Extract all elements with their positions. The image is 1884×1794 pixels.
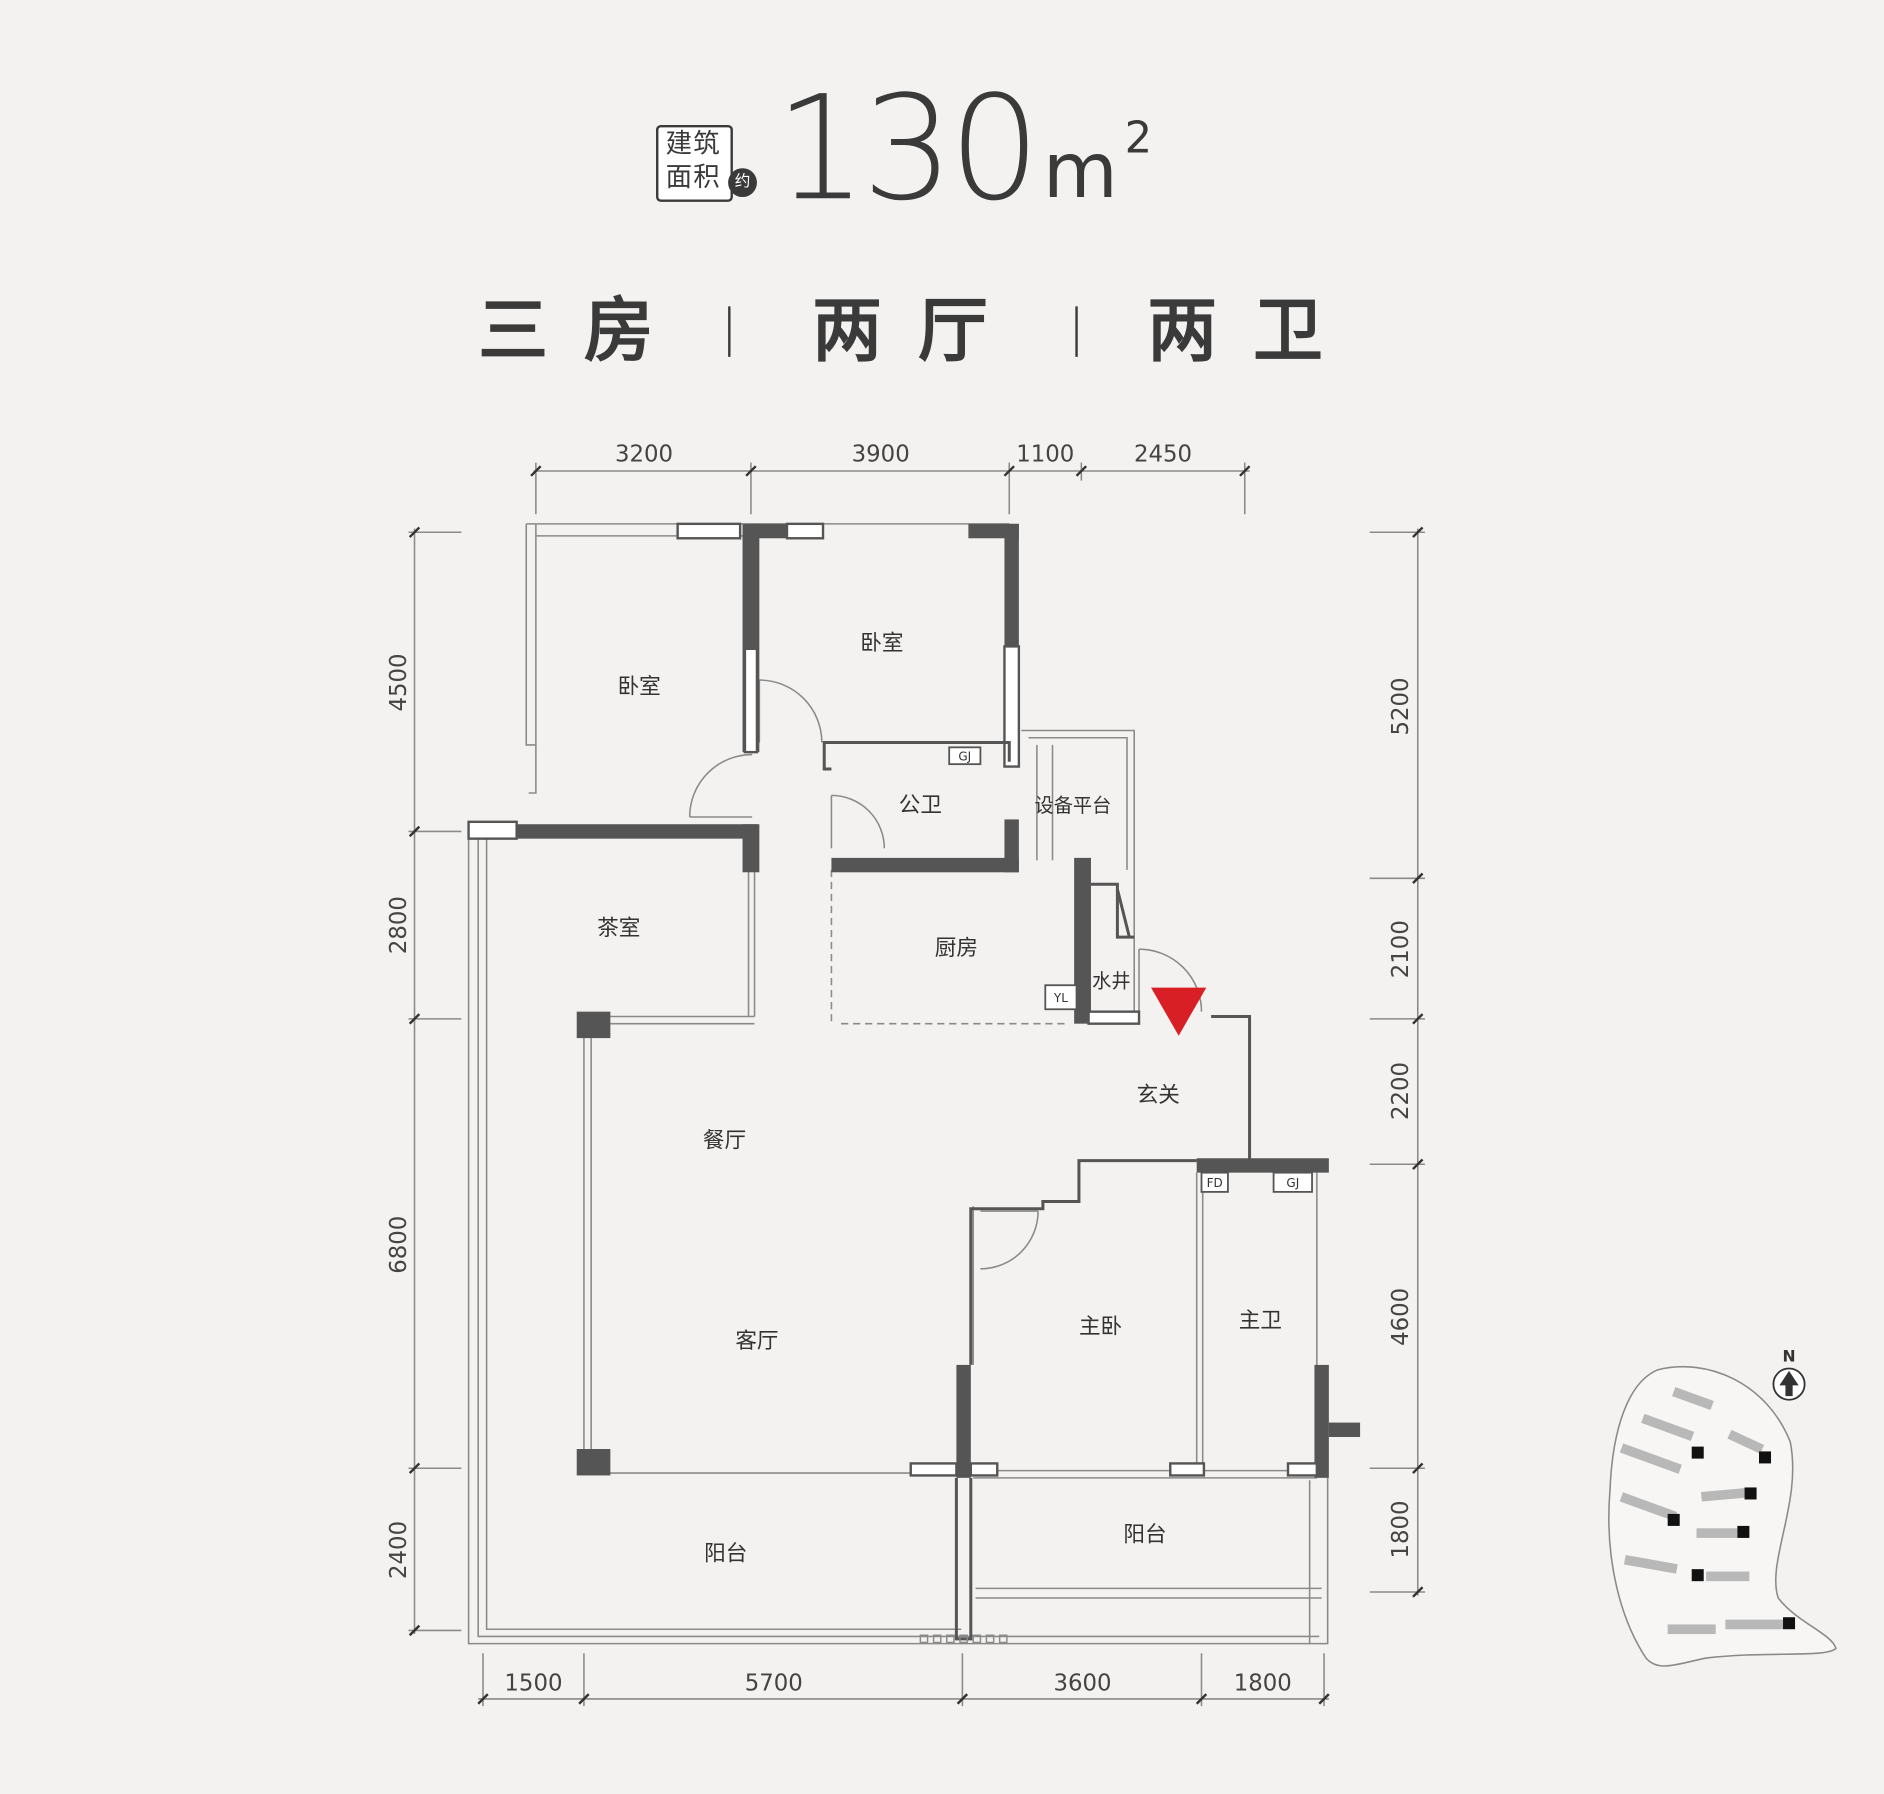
dim-left-4: 2400 (386, 1521, 412, 1579)
room-living: 客厅 (735, 1329, 778, 1354)
area-unit-superscript: 2 (1124, 114, 1153, 164)
hall-count: 两厅 (812, 289, 1024, 372)
dim-bottom-3: 3600 (1054, 1671, 1112, 1697)
dim-left-2: 2800 (386, 896, 412, 954)
dim-top-3: 1100 (1016, 441, 1074, 467)
dim-top-2: 3900 (852, 441, 910, 467)
room-water-shaft: 水井 (1092, 970, 1130, 993)
area-label-line1: 建筑 (665, 129, 721, 160)
area-value: 130 (774, 66, 1041, 234)
north-arrow-icon (1779, 1370, 1799, 1397)
balcony-drains (919, 1634, 1008, 1644)
dim-bottom-1: 1500 (504, 1671, 562, 1697)
room-labels: 卧室 卧室 公卫 设备平台 茶室 厨房 水井 玄关 餐厅 客厅 主卧 主卫 阳台… (597, 631, 1282, 1567)
dimension-ticks (408, 465, 1424, 1705)
dimension-labels: 3200 3900 1100 2450 1500 5700 3600 1800 … (386, 441, 1414, 1696)
dim-left-1: 4500 (386, 653, 412, 711)
dim-right-4: 4600 (1388, 1288, 1414, 1346)
summary-separator (728, 306, 731, 357)
dim-bottom-4: 1800 (1234, 1671, 1292, 1697)
dim-right-1: 5200 (1388, 677, 1414, 735)
fixtures: GJ FD GJ YL (948, 746, 1313, 1193)
dim-top-4: 2450 (1134, 441, 1192, 467)
walls (516, 523, 1361, 1478)
compass-north-label: N (1782, 1347, 1795, 1365)
room-bedroom-north: 卧室 (860, 631, 903, 656)
site-key-map: N (1608, 1347, 1837, 1667)
fixture-gj-bottom: GJ (1286, 1176, 1299, 1190)
area-unit: m (1042, 127, 1118, 217)
summary-separator (1075, 306, 1078, 357)
area-label-line2: 面积 (665, 163, 721, 194)
room-equipment-platform: 设备平台 (1035, 794, 1112, 817)
dim-right-2: 2100 (1388, 920, 1414, 978)
dim-bottom-2: 5700 (745, 1671, 803, 1697)
window-segments (467, 522, 1319, 1477)
room-dining: 餐厅 (703, 1128, 746, 1153)
outline-walls (822, 741, 1252, 1641)
area-tag: 建筑 面积 (656, 124, 733, 202)
room-tea-room: 茶室 (597, 916, 640, 941)
room-foyer: 玄关 (1137, 1083, 1180, 1108)
bedroom-count: 三房 (478, 289, 690, 372)
fixture-gj-top: GJ (958, 750, 971, 764)
entrance-marker (1151, 987, 1207, 1036)
approx-badge: 约 (728, 168, 757, 198)
room-kitchen: 厨房 (935, 936, 978, 961)
bathroom-count: 两卫 (1147, 289, 1359, 372)
dim-left-3: 6800 (386, 1216, 412, 1274)
dim-top-1: 3200 (615, 441, 673, 467)
dim-right-3: 2200 (1388, 1062, 1414, 1120)
room-public-bath: 公卫 (899, 793, 942, 818)
room-master-bath: 主卫 (1239, 1309, 1282, 1334)
site-buildings (1619, 1387, 1784, 1635)
fixture-yl: YL (1053, 991, 1068, 1005)
room-master-bedroom: 主卧 (1079, 1315, 1122, 1340)
dim-right-5: 1800 (1388, 1500, 1414, 1558)
fixture-fd: FD (1207, 1176, 1223, 1190)
room-bedroom-west: 卧室 (618, 674, 661, 699)
room-balcony-east: 阳台 (1123, 1523, 1166, 1548)
dimension-lines (408, 462, 1425, 1707)
highlighted-buildings (1667, 1446, 1796, 1630)
room-balcony-west: 阳台 (704, 1542, 747, 1567)
